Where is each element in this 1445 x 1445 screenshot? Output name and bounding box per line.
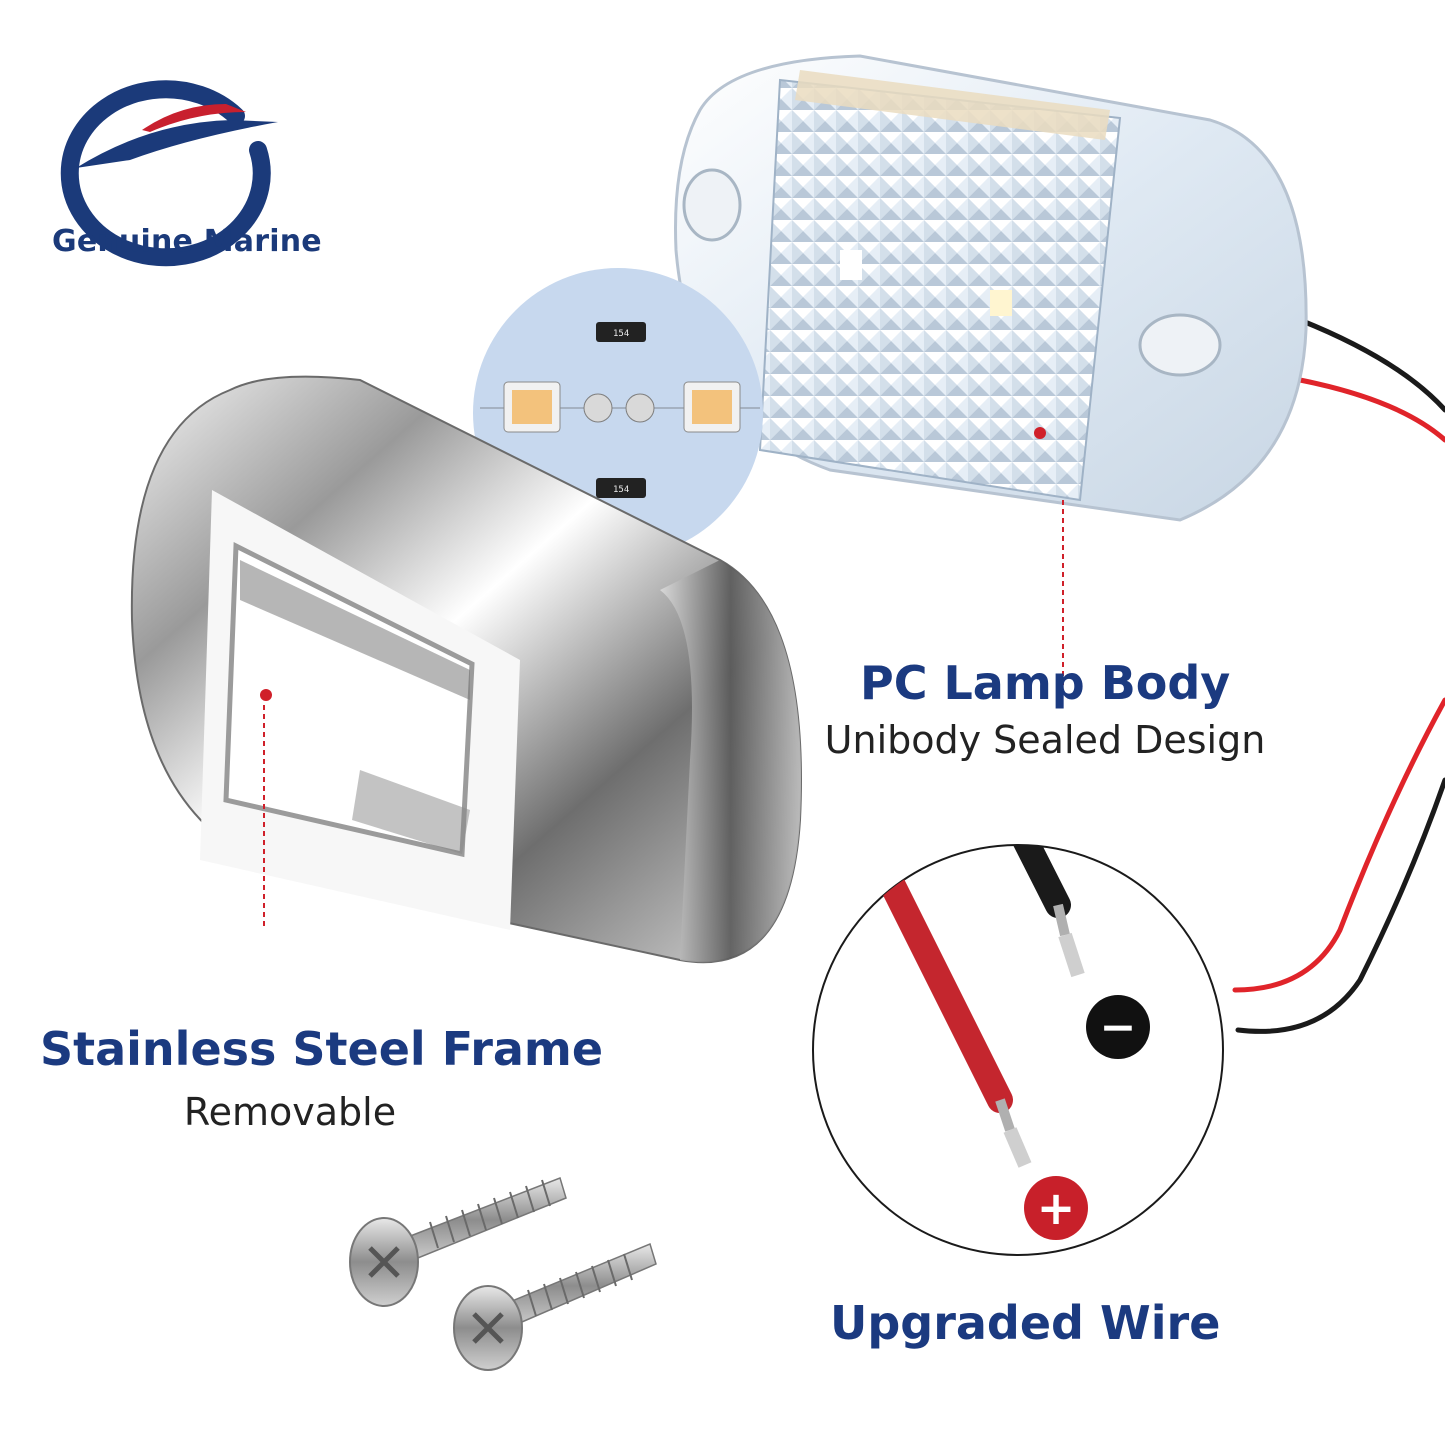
stainless-steel-frame xyxy=(130,375,802,964)
lamp-body-title: PC Lamp Body xyxy=(860,656,1231,710)
lamp-callout-marker xyxy=(1034,427,1064,690)
negative-symbol: − xyxy=(1100,1002,1137,1053)
wire-title: Upgraded Wire xyxy=(830,1296,1221,1350)
pc-lamp-body xyxy=(674,54,1308,522)
screw-1 xyxy=(349,1177,567,1307)
screw-2 xyxy=(453,1242,657,1371)
resistor-label-top: 154 xyxy=(613,329,629,339)
frame-subtitle: Removable xyxy=(183,1090,397,1134)
frame-callout-marker xyxy=(260,689,272,930)
frame-title: Stainless Steel Frame xyxy=(40,1022,604,1076)
resistor-label-bottom: 154 xyxy=(613,485,629,495)
positive-terminal-badge xyxy=(1024,1176,1088,1240)
lamp-wires xyxy=(1232,317,1445,1034)
wire-detail-circle xyxy=(812,844,1224,1256)
brand-name: Genuine Marine xyxy=(52,224,322,259)
lamp-body-subtitle: Unibody Sealed Design xyxy=(824,718,1266,762)
positive-symbol: + xyxy=(1037,1181,1076,1235)
mounting-screws xyxy=(349,1177,657,1371)
brand-logo xyxy=(60,80,278,267)
negative-terminal-badge xyxy=(1086,995,1150,1059)
